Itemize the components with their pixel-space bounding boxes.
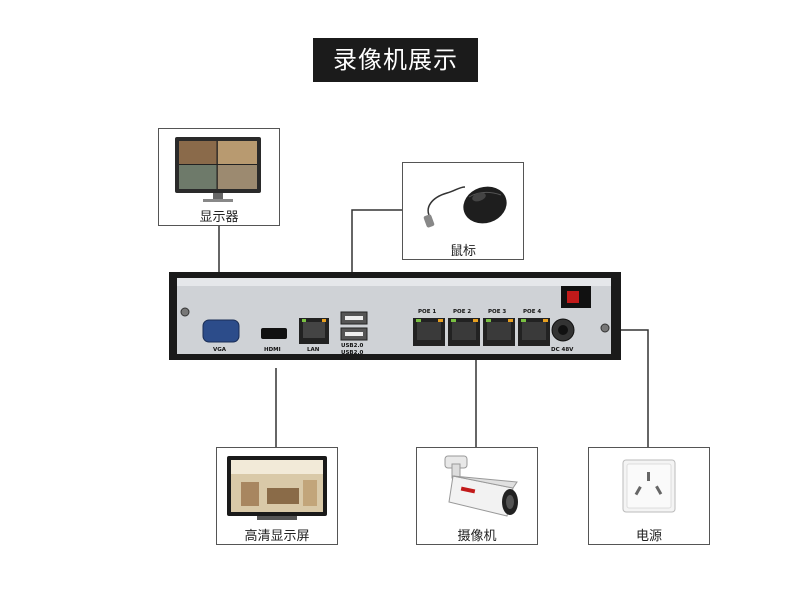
page-title: 录像机展示 [313, 38, 478, 82]
vga-port [202, 319, 240, 343]
poe4-label: POE 4 [523, 309, 542, 315]
vga-label: VGA [213, 347, 227, 353]
poe2-label: POE 2 [453, 309, 472, 315]
poe1-label: POE 1 [418, 309, 437, 315]
hdmi-label: HDMI [264, 347, 281, 353]
monitor-label: 显示器 [199, 210, 239, 225]
camera-label: 摄像机 [457, 529, 497, 544]
usb-label-2: USB2.0 [341, 350, 364, 356]
power-label: 电源 [635, 529, 662, 544]
camera-icon [444, 455, 518, 517]
tv-icon [227, 456, 327, 520]
nvr-device: VGA HDMI LAN USB2.0 USB2.0 POE 1 POE 2 P… [165, 268, 625, 364]
mouse-label: 鼠标 [449, 244, 476, 259]
nvr-body [169, 272, 621, 360]
hdtv-box: 高清显示屏 [216, 447, 338, 545]
power-box: 电源 [588, 447, 710, 545]
usb-label-1: USB2.0 [341, 343, 364, 349]
power-outlet-icon [622, 459, 676, 513]
monitor-box: 显示器 [158, 128, 280, 226]
mouse-box: 鼠标 [402, 162, 524, 260]
lan-label: LAN [307, 347, 320, 353]
camera-box: 摄像机 [416, 447, 538, 545]
mouse-icon [423, 186, 507, 228]
monitor-icon [175, 137, 261, 202]
poe3-label: POE 3 [488, 309, 507, 315]
hdmi-port [261, 328, 287, 339]
hdtv-label: 高清显示屏 [244, 529, 310, 544]
dc-label: DC 48V [551, 347, 574, 353]
